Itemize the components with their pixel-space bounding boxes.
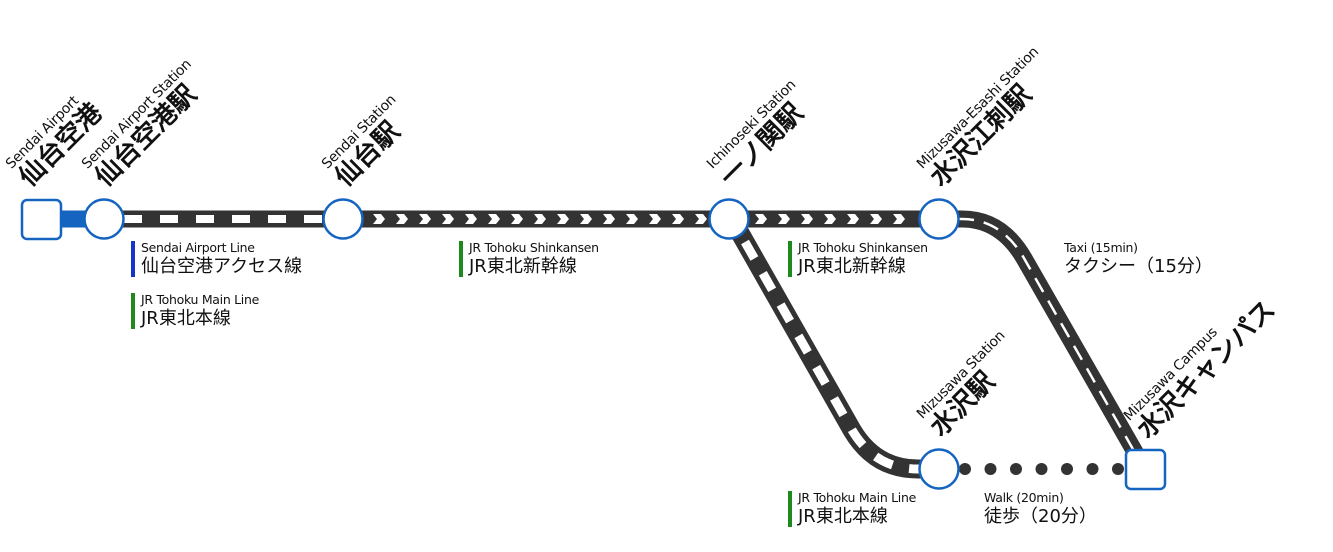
shinkansen-chevron (870, 214, 882, 224)
line-name-ja: JR東北新幹線 (469, 256, 577, 277)
shinkansen-chevrons-1 (373, 214, 707, 224)
mode-name-ja: 徒歩（20分） (984, 506, 1097, 527)
line-name-en: Sendai Airport Line (141, 240, 255, 255)
walk-route (959, 463, 1124, 475)
shinkansen-chevron (672, 214, 684, 224)
mode-name-en: Walk (20min) (984, 490, 1064, 505)
line-name-en: JR Tohoku Main Line (798, 490, 916, 505)
track-ichinoseki-to-mizusawa-dashes (741, 239, 922, 474)
walk-dot (1061, 463, 1073, 475)
shinkansen-chevron (488, 214, 500, 224)
walk-dot (1035, 463, 1048, 475)
shinkansen-chevron (755, 214, 767, 224)
line-label-main-line-1: JR Tohoku Main Line JR東北本線 (131, 292, 259, 330)
shinkansen-chevron (603, 214, 615, 224)
walk-label: Walk (20min) 徒歩（20分） (984, 490, 1097, 528)
shinkansen-chevron (824, 214, 836, 224)
shinkansen-chevron (442, 214, 454, 224)
shinkansen-chevron (534, 214, 546, 224)
shinkansen-chevron (373, 214, 385, 224)
shinkansen-chevron (778, 214, 790, 224)
line-name-ja: 仙台空港アクセス線 (141, 256, 303, 277)
shinkansen-chevron (893, 214, 905, 224)
shinkansen-chevron (649, 214, 661, 224)
node-mizusawa-campus[interactable] (1124, 448, 1167, 491)
shinkansen-chevron (557, 214, 569, 224)
line-label-airport-line: Sendai Airport Line 仙台空港アクセス線 (131, 240, 302, 278)
shinkansen-chevron (695, 214, 707, 224)
walk-dot (984, 463, 997, 475)
shinkansen-chevron (801, 214, 813, 224)
node-mizusawa-esashi-station[interactable] (918, 198, 960, 240)
line-name-en: JR Tohoku Main Line (141, 292, 259, 307)
shinkansen-chevron (580, 214, 592, 224)
line-name-ja: JR東北新幹線 (798, 256, 906, 277)
walk-dot (959, 463, 971, 475)
shinkansen-chevron (847, 214, 859, 224)
line-name-en: JR Tohoku Shinkansen (469, 240, 599, 255)
walk-dot (1112, 463, 1124, 475)
line-color-bar (459, 241, 463, 277)
shinkansen-chevron (396, 214, 408, 224)
line-name-ja: JR東北本線 (798, 506, 888, 527)
line-color-bar (788, 241, 792, 277)
node-sendai-airport[interactable] (20, 198, 63, 241)
line-name-en: JR Tohoku Shinkansen (798, 240, 928, 255)
shinkansen-chevron (465, 214, 477, 224)
walk-dot (1086, 463, 1099, 475)
mode-name-ja: タクシー（15分） (1064, 256, 1213, 277)
node-mizusawa-station[interactable] (918, 448, 960, 490)
line-name-ja: JR東北本線 (141, 308, 231, 329)
line-label-shinkansen-1: JR Tohoku Shinkansen JR東北新幹線 (459, 240, 599, 278)
shinkansen-chevron (626, 214, 638, 224)
node-sendai-station[interactable] (322, 198, 364, 240)
line-color-bar (788, 491, 792, 527)
line-label-shinkansen-2: JR Tohoku Shinkansen JR東北新幹線 (788, 240, 928, 278)
line-color-bar (131, 293, 135, 329)
line-label-main-line-2: JR Tohoku Main Line JR東北本線 (788, 490, 916, 528)
walk-dot (1010, 463, 1022, 475)
node-ichinoseki-station[interactable] (708, 198, 750, 240)
shinkansen-chevrons-2 (755, 214, 905, 224)
node-sendai-airport-station[interactable] (83, 198, 125, 240)
line-color-bar (131, 241, 135, 277)
shinkansen-chevron (419, 214, 431, 224)
mode-name-en: Taxi (15min) (1064, 240, 1138, 255)
taxi-route-dashes (958, 217, 1140, 459)
taxi-label: Taxi (15min) タクシー（15分） (1064, 240, 1213, 278)
shinkansen-chevron (511, 214, 523, 224)
